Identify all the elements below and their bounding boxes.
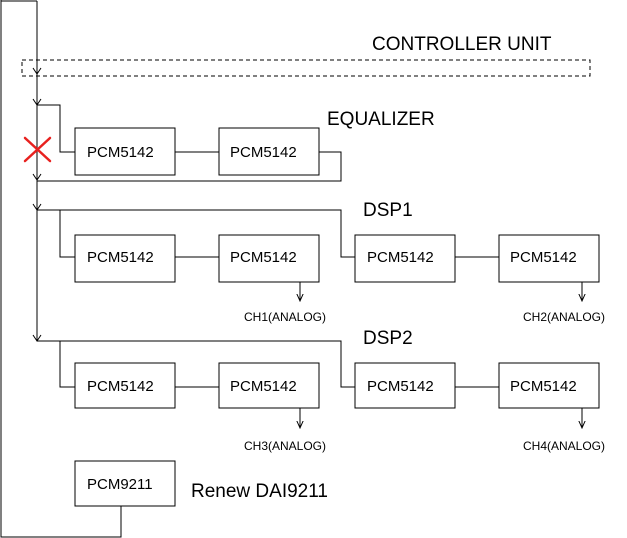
- eq-chip-b-box: [218, 127, 320, 176]
- eq-branch-wire: [37, 104, 75, 153]
- receiver-chip-label: PCM9211: [87, 476, 153, 493]
- dsp1-chip-d-label: PCM5142: [510, 249, 577, 266]
- ch3-output-label: CH3(ANALOG): [244, 439, 326, 453]
- dsp2-chip-c-box: [354, 362, 456, 409]
- dsp1-chip-c-label: PCM5142: [367, 249, 434, 266]
- dsp1-bus-wire: [37, 209, 355, 258]
- bus-left-wire: [0, 0, 122, 538]
- dsp2-chip-d-label: PCM5142: [510, 378, 577, 395]
- dsp1-branch-wire: [59, 210, 75, 258]
- ch4-output-label: CH4(ANALOG): [523, 439, 605, 453]
- dsp2-chip-a-label: PCM5142: [87, 378, 154, 395]
- ch2-output-label: CH2(ANALOG): [523, 310, 605, 324]
- dsp1-chip-a-box: [74, 234, 176, 283]
- dsp1-chip-d-box: [498, 234, 600, 283]
- receiver-chip-box: [74, 460, 176, 507]
- dsp1-chip-a-label: PCM5142: [87, 249, 154, 266]
- dsp1-chip-c-box: [354, 234, 456, 283]
- eq-return-wire: [37, 151, 342, 182]
- dsp2-chip-b-label: PCM5142: [230, 378, 297, 395]
- renew-label: Renew DAI9211: [191, 481, 328, 502]
- eq-chip-b-label: PCM5142: [230, 144, 297, 161]
- dsp2-bus-wire: [37, 340, 355, 388]
- arrow-down-icon: [32, 173, 42, 181]
- dsp1-chip-b-label: PCM5142: [230, 249, 297, 266]
- dsp2-chip-a-box: [74, 362, 176, 409]
- x-mark-icon: [23, 136, 52, 163]
- dsp1-chip-b-box: [218, 234, 320, 283]
- controller-unit-box: [21, 59, 591, 77]
- ch1-output-label: CH1(ANALOG): [244, 310, 326, 324]
- dsp2-chip-c-label: PCM5142: [367, 378, 434, 395]
- dsp1-label: DSP1: [363, 200, 413, 221]
- controller-unit-label: CONTROLLER UNIT: [372, 34, 552, 55]
- arrow-down-icon: [32, 67, 42, 75]
- eq-chip-a-label: PCM5142: [87, 144, 154, 161]
- dsp2-chip-d-box: [498, 362, 600, 409]
- equalizer-label: EQUALIZER: [327, 109, 435, 130]
- dsp2-branch-wire: [59, 341, 75, 388]
- dsp2-label: DSP2: [363, 328, 413, 349]
- dsp2-chip-b-box: [218, 362, 320, 409]
